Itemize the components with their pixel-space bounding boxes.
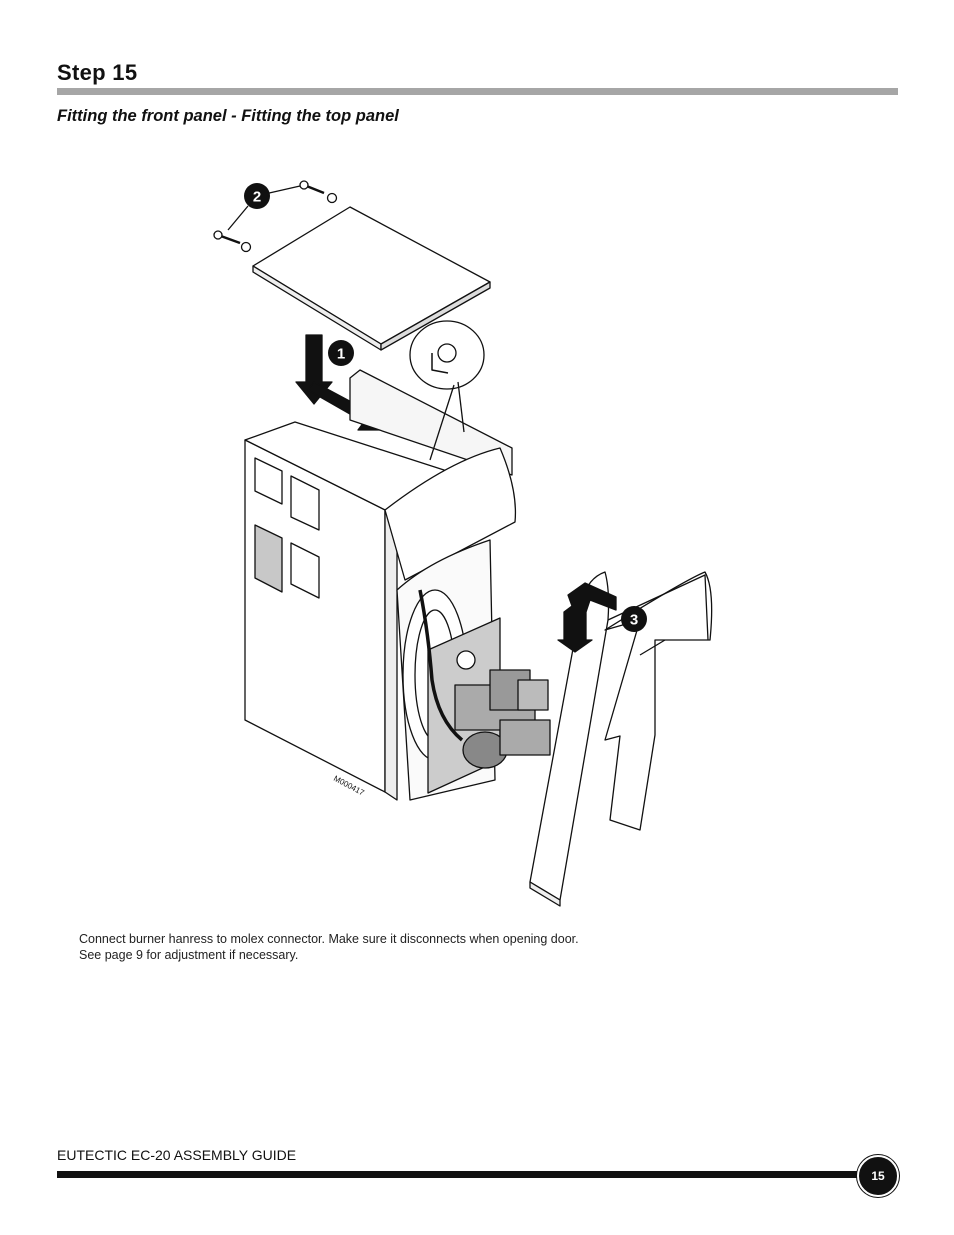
front-door-panel [529, 571, 713, 907]
callout-3: 3 [621, 606, 647, 632]
callout-1: 1 [328, 340, 354, 366]
section-subtitle: Fitting the front panel - Fitting the to… [57, 107, 399, 125]
detail-inset [409, 320, 485, 461]
instruction-caption: Connect burner hanress to molex connecto… [79, 931, 579, 963]
assembly-illustration: 2 1 3 M000417 [200, 160, 760, 910]
footer-divider [57, 1171, 869, 1178]
lift-arrow [557, 582, 617, 653]
svg-text:2: 2 [253, 189, 261, 206]
caption-line-1: Connect burner hanress to molex connecto… [79, 932, 579, 946]
screws [213, 180, 338, 253]
caption-line-2: See page 9 for adjustment if necessary. [79, 948, 299, 962]
step-title: Step 15 [57, 60, 138, 85]
svg-text:1: 1 [337, 346, 345, 363]
top-panel [252, 206, 491, 351]
svg-text:3: 3 [630, 612, 638, 629]
title-divider [57, 88, 898, 95]
callout-2: 2 [244, 183, 270, 209]
boiler-cabinet [244, 369, 551, 801]
page-number-badge: 15 [857, 1155, 899, 1197]
footer-guide-title: EUTECTIC EC-20 ASSEMBLY GUIDE [57, 1147, 297, 1163]
page-number: 15 [871, 1169, 885, 1183]
